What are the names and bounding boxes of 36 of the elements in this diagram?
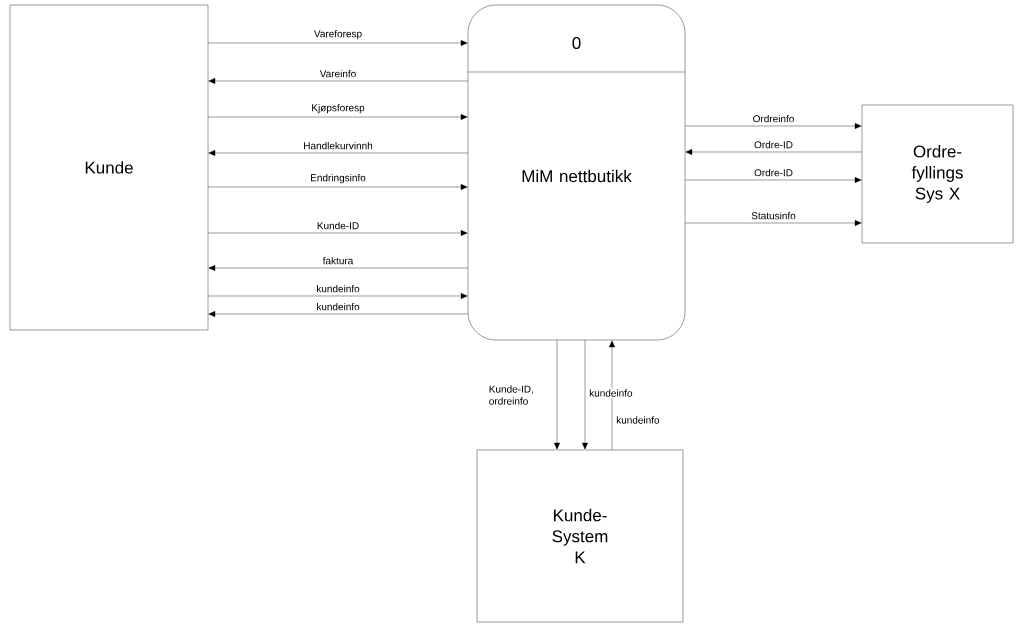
arrow [208, 311, 468, 317]
edge-label: Ordreinfo [753, 114, 794, 123]
edge-label: Statusinfo [751, 211, 796, 220]
arrow [685, 220, 862, 226]
edge-label: kundeinfo [589, 389, 633, 397]
arrow [208, 293, 468, 299]
arrow [208, 150, 468, 156]
arrow [685, 123, 862, 129]
arrow [685, 149, 862, 155]
edge-label: Handlekurvinnh [304, 141, 373, 150]
edge-label: Ordre-ID [754, 168, 793, 177]
arrow [208, 230, 468, 236]
edge-label: kundeinfo [317, 302, 360, 311]
edge-label: Ordre-ID [754, 140, 793, 149]
arrow [685, 177, 862, 183]
edge-label: faktura [322, 256, 354, 265]
edge-label: Vareforesp [313, 30, 362, 40]
edge-label: Vareinfo [319, 69, 356, 78]
arrow [208, 114, 468, 120]
arrow [208, 265, 468, 271]
entity-box: Ordre- fyllings Sys X [861, 104, 1014, 244]
edge-label: Endringsinfo [311, 174, 366, 184]
arrow [208, 78, 468, 84]
edge-label: kundeinfo [317, 284, 360, 293]
arrow [554, 340, 560, 450]
arrow [208, 40, 468, 46]
process-box: 0 MiM nettbutikk [467, 4, 686, 341]
edge-label: Kjøpsforesp [312, 104, 365, 114]
arrow [582, 340, 588, 450]
edge-label: Kunde-ID, ordreinfo [489, 385, 533, 405]
arrow [208, 184, 468, 190]
entity-box: Kunde- System K [476, 449, 684, 623]
entity-box: Kunde [9, 4, 209, 331]
arrow [609, 340, 615, 450]
edge-label: Kunde-ID [317, 221, 359, 230]
edge-label: kundeinfo [616, 416, 660, 424]
